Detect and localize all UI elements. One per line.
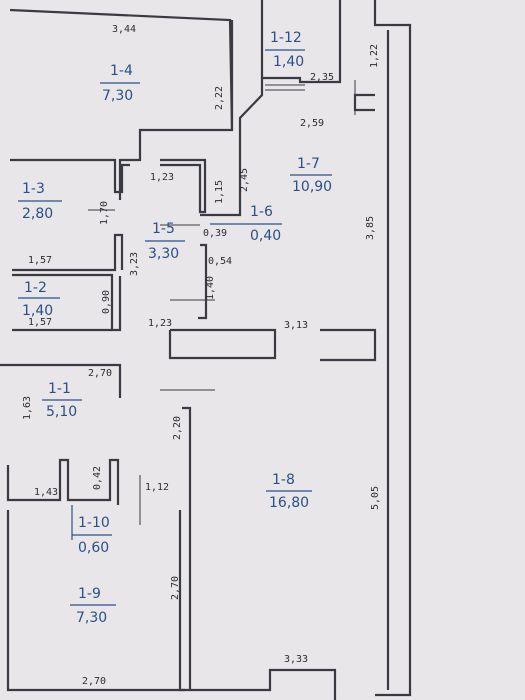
room-id: 1-3 (22, 181, 45, 197)
room-area: 2,80 (22, 206, 53, 222)
dim-label: 2,20 (172, 416, 183, 440)
dim-label: 2,59 (300, 118, 324, 129)
room-area: 10,90 (292, 179, 332, 195)
dim-label: 3,33 (284, 654, 308, 665)
room-id: 1-12 (270, 30, 302, 46)
room-area: 1,40 (22, 303, 53, 319)
room-label-1-6: 1-6 0,40 (210, 204, 282, 244)
wall-room-1-6-lower (198, 243, 208, 320)
dim-label: 1,63 (22, 396, 33, 420)
room-label-1-7: 1-7 10,90 (290, 156, 332, 195)
room-label-1-10: 1-10 0,60 (71, 505, 112, 556)
dim-label: 3,13 (284, 320, 308, 331)
room-label-1-3: 1-3 2,80 (18, 181, 62, 222)
dim-label: 1,43 (34, 487, 58, 498)
room-id: 1-8 (272, 472, 295, 488)
dim-label: 2,35 (310, 72, 334, 83)
dim-label: 2,70 (88, 368, 112, 379)
dim-label: 0,90 (101, 290, 112, 314)
dim-label: 1,57 (28, 317, 52, 328)
dim-label: 3,85 (365, 216, 376, 240)
wall-room-1-3 (10, 158, 130, 194)
outer-wall-east (373, 0, 412, 697)
room-id: 1-10 (78, 515, 110, 531)
room-id: 1-1 (48, 381, 71, 397)
room-label-1-1: 1-1 5,10 (42, 381, 82, 420)
room-id: 1-4 (110, 63, 133, 79)
room-id: 1-7 (297, 156, 320, 172)
room-id: 1-9 (78, 586, 101, 602)
room-id: 1-5 (152, 221, 175, 237)
outer-wall-right (260, 0, 342, 84)
room-area: 1,40 (273, 54, 304, 70)
dim-label: 2,70 (82, 676, 106, 687)
dim-label: 0,39 (203, 228, 227, 239)
wall-room-1-6 (200, 78, 264, 217)
room-label-1-4: 1-4 7,30 (100, 63, 140, 104)
dim-label: 1,70 (99, 201, 110, 225)
dim-label: 1,15 (214, 180, 225, 204)
wall-room-1-1 (0, 363, 122, 398)
wall-room-1-9-right (178, 406, 192, 692)
east-niche (353, 93, 375, 112)
room-id: 1-2 (24, 280, 47, 296)
room-label-1-8: 1-8 16,80 (266, 472, 312, 511)
dim-label: 2,45 (239, 168, 250, 192)
wall-room-1-8-west (320, 328, 377, 362)
wall-room-1-10 (6, 458, 120, 505)
room-area: 0,40 (250, 228, 281, 244)
room-id: 1-6 (250, 204, 273, 220)
room-label-1-5: 1-5 3,30 (145, 221, 185, 262)
room-label-1-9: 1-9 7,30 (70, 586, 116, 626)
dim-label: 1,23 (150, 172, 174, 183)
dim-label: 2,22 (214, 86, 225, 110)
wall-room-1-8-south (190, 668, 337, 700)
room-label-1-2: 1-2 1,40 (18, 280, 60, 319)
room-area: 16,80 (269, 495, 309, 511)
wall-room-1-7-bottom (168, 328, 277, 360)
dim-label: 3,44 (112, 24, 136, 35)
room-area: 7,30 (76, 610, 107, 626)
dim-label: 2,70 (170, 576, 181, 600)
dim-label: 1,40 (205, 276, 216, 300)
room-label-1-12: 1-12 1,40 (265, 30, 305, 70)
dim-label: 5,05 (370, 486, 381, 510)
dim-label: 1,23 (148, 318, 172, 329)
dim-label: 0,54 (208, 256, 232, 267)
wall-room-1-3-bottom (12, 233, 124, 272)
room-area: 0,60 (78, 540, 109, 556)
dim-label: 1,12 (145, 482, 169, 493)
dim-label: 3,23 (129, 252, 140, 276)
room-area: 5,10 (46, 404, 77, 420)
wall-room-1-5 (160, 158, 207, 214)
wall-room-1-9 (6, 510, 185, 692)
dim-label: 1,22 (369, 44, 380, 68)
room-area: 7,30 (102, 88, 133, 104)
dim-label: 1,57 (28, 255, 52, 266)
wall-room-1-4 (9, 8, 234, 200)
room-area: 3,30 (148, 246, 179, 262)
dim-label: 0,42 (92, 466, 103, 490)
